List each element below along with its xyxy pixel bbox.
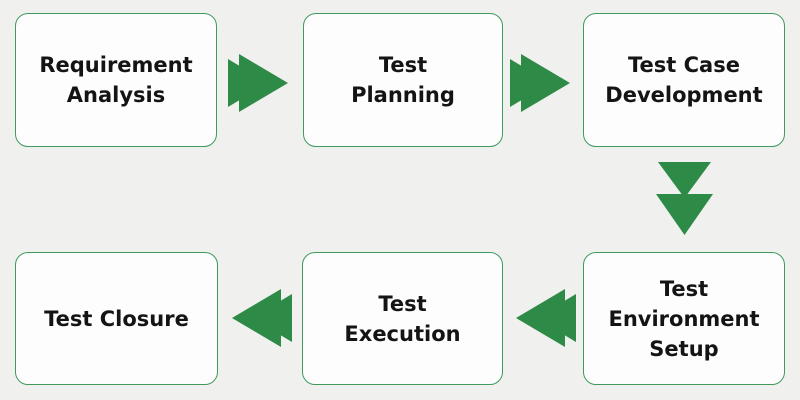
arrow-right-icon <box>510 54 570 112</box>
connector-environment-setup-to-execution <box>516 289 576 347</box>
flow-node-label: Test Closure <box>44 306 189 331</box>
connector-planning-to-case-development <box>510 54 570 112</box>
flow-node-label: Test Planning <box>351 53 455 107</box>
flow-node-test-execution: Test Execution <box>302 252 503 385</box>
arrow-left-icon <box>516 289 576 347</box>
arrow-down-icon <box>656 162 713 235</box>
arrow-right-icon <box>228 54 288 112</box>
arrow-left-icon <box>232 289 292 347</box>
flow-node-label: Test Execution <box>344 291 461 346</box>
flow-node-test-planning: Test Planning <box>303 13 503 147</box>
flow-node-label: Test Case Development <box>605 53 763 107</box>
connector-requirement-to-planning <box>228 54 288 112</box>
flow-node-requirement-analysis: Requirement Analysis <box>15 13 217 147</box>
connector-execution-to-closure <box>232 289 292 347</box>
flow-node-label: Requirement Analysis <box>39 53 193 107</box>
connector-case-development-to-environment-setup <box>656 162 713 235</box>
flow-node-test-case-development: Test Case Development <box>583 13 785 147</box>
flow-node-test-environment-setup: Test Environment Setup <box>583 252 785 385</box>
flow-node-test-closure: Test Closure <box>15 252 218 385</box>
flow-node-label: Test Environment Setup <box>608 276 760 361</box>
